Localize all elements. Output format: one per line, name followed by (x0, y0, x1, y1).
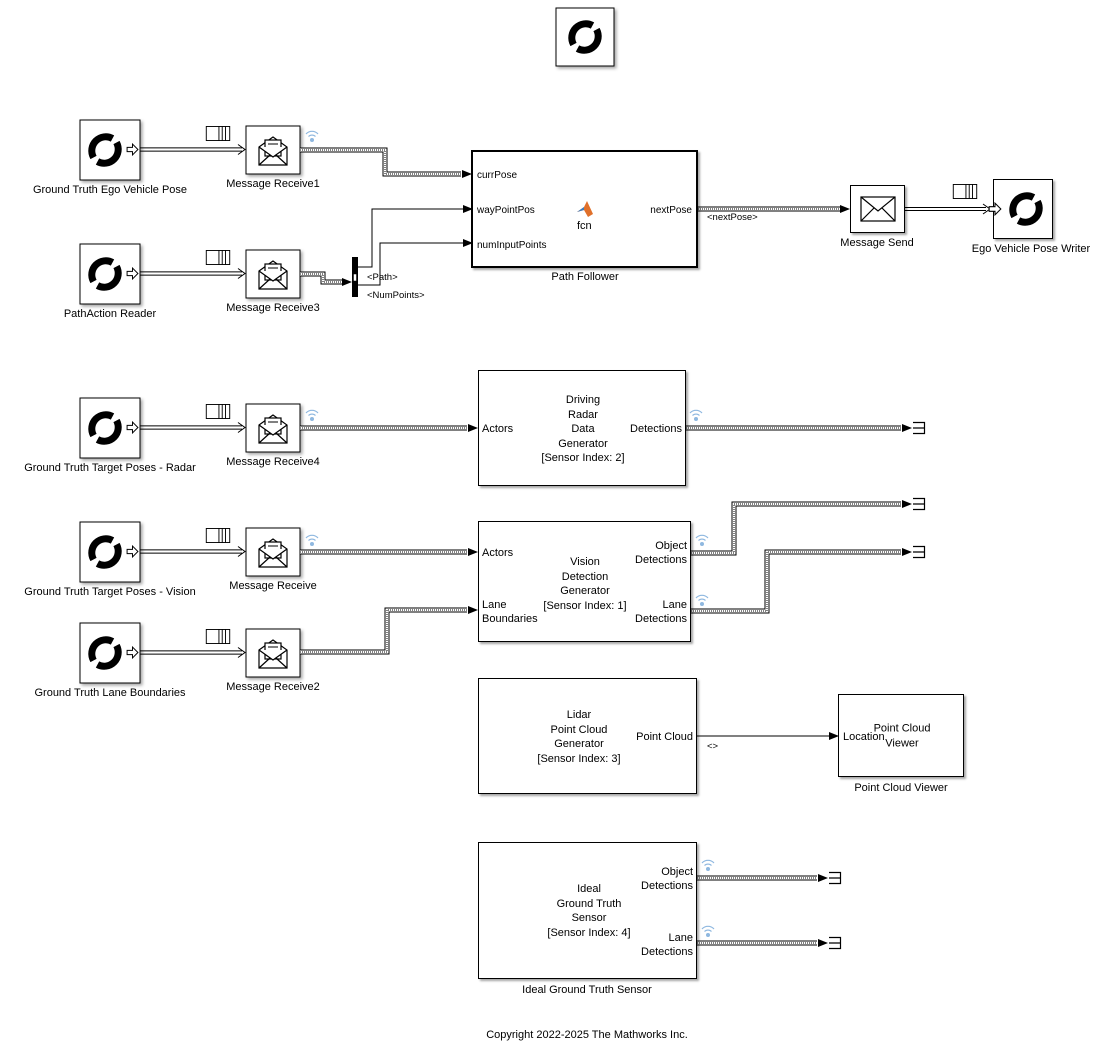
receiver-label: Message Receive2 (226, 681, 320, 693)
message-receive-block[interactable] (205, 403, 301, 453)
input-arrow-icon (988, 202, 1002, 216)
port-currpose: currPose (477, 170, 518, 181)
receiver-label: Message Receive3 (226, 302, 320, 314)
radar-title: Driving Radar Data Generator [Sensor Ind… (541, 393, 625, 464)
message-send-block[interactable] (850, 185, 905, 233)
queue-icon (205, 404, 231, 419)
copyright-text: Copyright 2022-2025 The Mathworks Inc. (486, 1029, 688, 1041)
message-receive-block[interactable] (205, 527, 301, 577)
ideal-title: Ideal Ground Truth Sensor [Sensor Index:… (547, 883, 631, 939)
port-detections: Detections (630, 423, 682, 435)
wireless-icon (701, 859, 715, 872)
port-lane-detections: Lane Detections (641, 932, 693, 958)
source-label: Ground Truth Target Poses - Radar (24, 462, 196, 474)
queue-icon (205, 250, 231, 265)
numpoints-signal-line[interactable] (358, 239, 473, 286)
radar-data-generator-block[interactable]: Actors Detections Driving Radar Data Gen… (478, 370, 686, 486)
waypoint-signal-line[interactable] (358, 205, 473, 268)
path-signal-label: <Path> (367, 272, 398, 283)
source-block[interactable] (79, 521, 141, 583)
point-cloud-viewer-block[interactable]: Location Point Cloud Viewer (838, 694, 964, 777)
ideal-sensor-label: Ideal Ground Truth Sensor (522, 984, 652, 996)
message-receive-block[interactable] (205, 628, 301, 678)
port-point-cloud: Point Cloud (636, 731, 693, 743)
top-refresh-block[interactable] (555, 7, 615, 67)
queue-icon (205, 528, 231, 543)
source-block[interactable] (79, 119, 141, 181)
fcn-label: fcn (577, 220, 592, 232)
source-block[interactable] (79, 622, 141, 684)
port-waypointpos: wayPointPos (477, 205, 535, 216)
nextpose-signal-label: <nextPose> (707, 212, 758, 223)
terminator-ideal-objects[interactable] (828, 871, 842, 885)
port-actors: Actors (482, 423, 514, 435)
path-follower-label: Path Follower (551, 271, 619, 283)
port-lane-boundaries: Lane Boundaries (482, 599, 538, 625)
message-receive-block[interactable] (205, 125, 301, 175)
wireless-icon (689, 409, 703, 422)
point-cloud-viewer-label: Point Cloud Viewer (854, 782, 948, 794)
message-send-label: Message Send (840, 237, 914, 249)
numpoints-signal-label: <NumPoints> (367, 290, 425, 301)
message-receive-block[interactable] (205, 249, 301, 299)
lidar-point-cloud-generator-block[interactable]: Point Cloud Lidar Point Cloud Generator … (478, 678, 697, 794)
terminator-ideal-lanes[interactable] (828, 936, 842, 950)
wireless-icon (701, 925, 715, 938)
port-numinputpoints: numInputPoints (477, 240, 547, 251)
port-location: Location (843, 731, 885, 743)
matlab-logo-icon (577, 201, 593, 217)
source-label: Ground Truth Lane Boundaries (34, 687, 186, 699)
terminator-vision-objects[interactable] (912, 497, 926, 511)
queue-icon (205, 629, 231, 644)
source-label: Ground Truth Target Poses - Vision (24, 586, 196, 598)
lidar-signal-label: <> (707, 741, 719, 752)
port-object-detections: Object Detections (641, 866, 693, 892)
vision-title: Vision Detection Generator [Sensor Index… (543, 556, 627, 612)
port-object-detections: Object Detections (635, 540, 687, 566)
bus-selector[interactable] (352, 257, 358, 297)
wireless-icon (695, 534, 709, 547)
bus-connections (300, 147, 912, 947)
terminator-vision-lanes[interactable] (912, 545, 926, 559)
terminator-radar[interactable] (912, 421, 926, 435)
queue-icon (205, 126, 231, 141)
receiver-label: Message Receive4 (226, 456, 320, 468)
viewer-title: Point Cloud Viewer (873, 722, 931, 750)
wireless-icon (305, 409, 319, 422)
receiver-label: Message Receive1 (226, 178, 320, 190)
port-actors: Actors (482, 547, 514, 559)
source-block[interactable] (79, 243, 141, 305)
wireless-icon (305, 534, 319, 547)
path-follower-block[interactable]: currPose wayPointPos numInputPoints next… (471, 150, 698, 268)
port-lane-detections: Lane Detections (635, 599, 687, 625)
wireless-icon (305, 130, 319, 143)
source-block[interactable] (79, 397, 141, 459)
ideal-ground-truth-sensor-block[interactable]: Object Detections Lane Detections Ideal … (478, 842, 697, 979)
ego-vehicle-pose-writer-block[interactable] (988, 179, 1053, 239)
message-connections (140, 144, 991, 658)
lidar-title: Lidar Point Cloud Generator [Sensor Inde… (537, 709, 621, 765)
writer-label: Ego Vehicle Pose Writer (971, 243, 1091, 255)
vision-detection-generator-block[interactable]: Actors Lane Boundaries Object Detections… (478, 521, 691, 642)
refresh-icon (1006, 189, 1046, 229)
source-label: PathAction Reader (63, 308, 157, 320)
envelope-icon (860, 196, 896, 222)
source-label: Ground Truth Ego Vehicle Pose (32, 184, 188, 196)
port-nextpose: nextPose (650, 205, 692, 216)
receiver-label: Message Receive (229, 580, 317, 592)
wireless-icon (695, 594, 709, 607)
